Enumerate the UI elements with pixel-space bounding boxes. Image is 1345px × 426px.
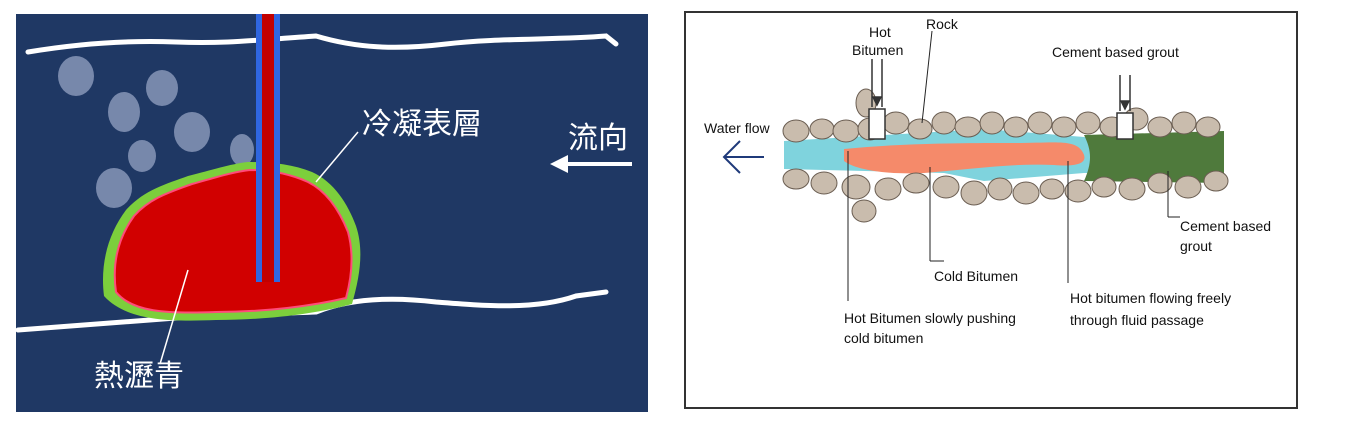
rock-leader: [921, 30, 933, 124]
pipe-inner: [262, 14, 274, 282]
hot-bitumen-label: 熱瀝青: [94, 359, 184, 394]
hot-bitumen-mass: [113, 168, 353, 314]
rock-bottom-group: [782, 168, 1229, 223]
rock: [987, 177, 1013, 201]
bubble: [108, 92, 140, 132]
hot-bitumen-flow: [844, 142, 1085, 174]
rock: [841, 174, 871, 200]
hot-flowing-label-line2: through fluid passage: [1070, 312, 1204, 328]
rock: [1051, 116, 1077, 138]
rock: [851, 199, 877, 223]
rock: [1012, 181, 1040, 205]
hot-bitumen-label-line1: Hot: [869, 24, 891, 40]
cement-grout-right-label-line2: grout: [1180, 238, 1212, 254]
rock: [1203, 170, 1229, 192]
rock: [1027, 111, 1053, 135]
rock: [1195, 116, 1221, 138]
bubble: [58, 56, 94, 96]
flow-direction-label: 流向: [568, 121, 628, 156]
hot-bitumen-injector: [868, 59, 886, 140]
rock: [810, 171, 838, 195]
cold-surface-label: 冷凝表層: [362, 107, 482, 142]
bubble: [146, 70, 178, 106]
grout-injector: [1116, 75, 1134, 140]
bubble: [128, 140, 156, 172]
water-flow-label: Water flow: [704, 120, 770, 136]
bubble: [174, 112, 210, 152]
flow-arrow-icon: [550, 155, 632, 173]
rock: [1064, 179, 1092, 203]
leader-lines: [847, 30, 1180, 301]
rock: [1171, 111, 1197, 135]
rock: [782, 119, 810, 143]
cement-grout-top-label: Cement based grout: [1052, 44, 1179, 60]
rock-label: Rock: [926, 16, 959, 32]
rock: [1003, 116, 1029, 138]
bubble-group: [58, 56, 254, 208]
right-diagram: Hot Bitumen Rock Cement based grout Wate…: [684, 11, 1298, 409]
rock: [882, 111, 910, 135]
rock: [931, 111, 957, 135]
bubble: [230, 134, 254, 166]
rock: [1075, 111, 1101, 135]
rock: [960, 180, 988, 206]
right-frame: [684, 11, 1298, 409]
water-flow-arrow-icon: [722, 140, 764, 174]
hot-bitumen-leader: [159, 269, 189, 365]
rock: [902, 172, 930, 194]
rock: [954, 116, 982, 138]
hot-pushing-label-line2: cold bitumen: [844, 330, 923, 346]
rock: [1118, 177, 1146, 201]
hot-pushing-label-line1: Hot Bitumen slowly pushing: [844, 310, 1016, 326]
rock: [932, 175, 960, 199]
rock: [1039, 178, 1065, 200]
hot-bitumen-label-line2: Bitumen: [852, 42, 903, 58]
rock: [1147, 116, 1173, 138]
bubble: [96, 168, 132, 208]
cold-surface-leader: [315, 131, 359, 183]
bottom-wall-line: [16, 289, 609, 333]
rock: [874, 177, 902, 201]
rock: [979, 111, 1005, 135]
rock: [907, 118, 933, 140]
rock: [832, 119, 860, 143]
cement-grout-right-label-line1: Cement based: [1180, 218, 1271, 234]
rock: [1091, 176, 1117, 198]
hot-flowing-label-line1: Hot bitumen flowing freely: [1070, 290, 1231, 306]
rock: [809, 118, 835, 140]
cold-bitumen-label: Cold Bitumen: [934, 268, 1018, 284]
rock: [1174, 175, 1202, 199]
top-wall-line: [25, 33, 619, 55]
rock: [1147, 172, 1173, 194]
grout-zone: [1084, 131, 1224, 183]
left-diagram: 冷凝表層 熱瀝青 流向: [16, 14, 648, 412]
rock: [782, 168, 810, 190]
